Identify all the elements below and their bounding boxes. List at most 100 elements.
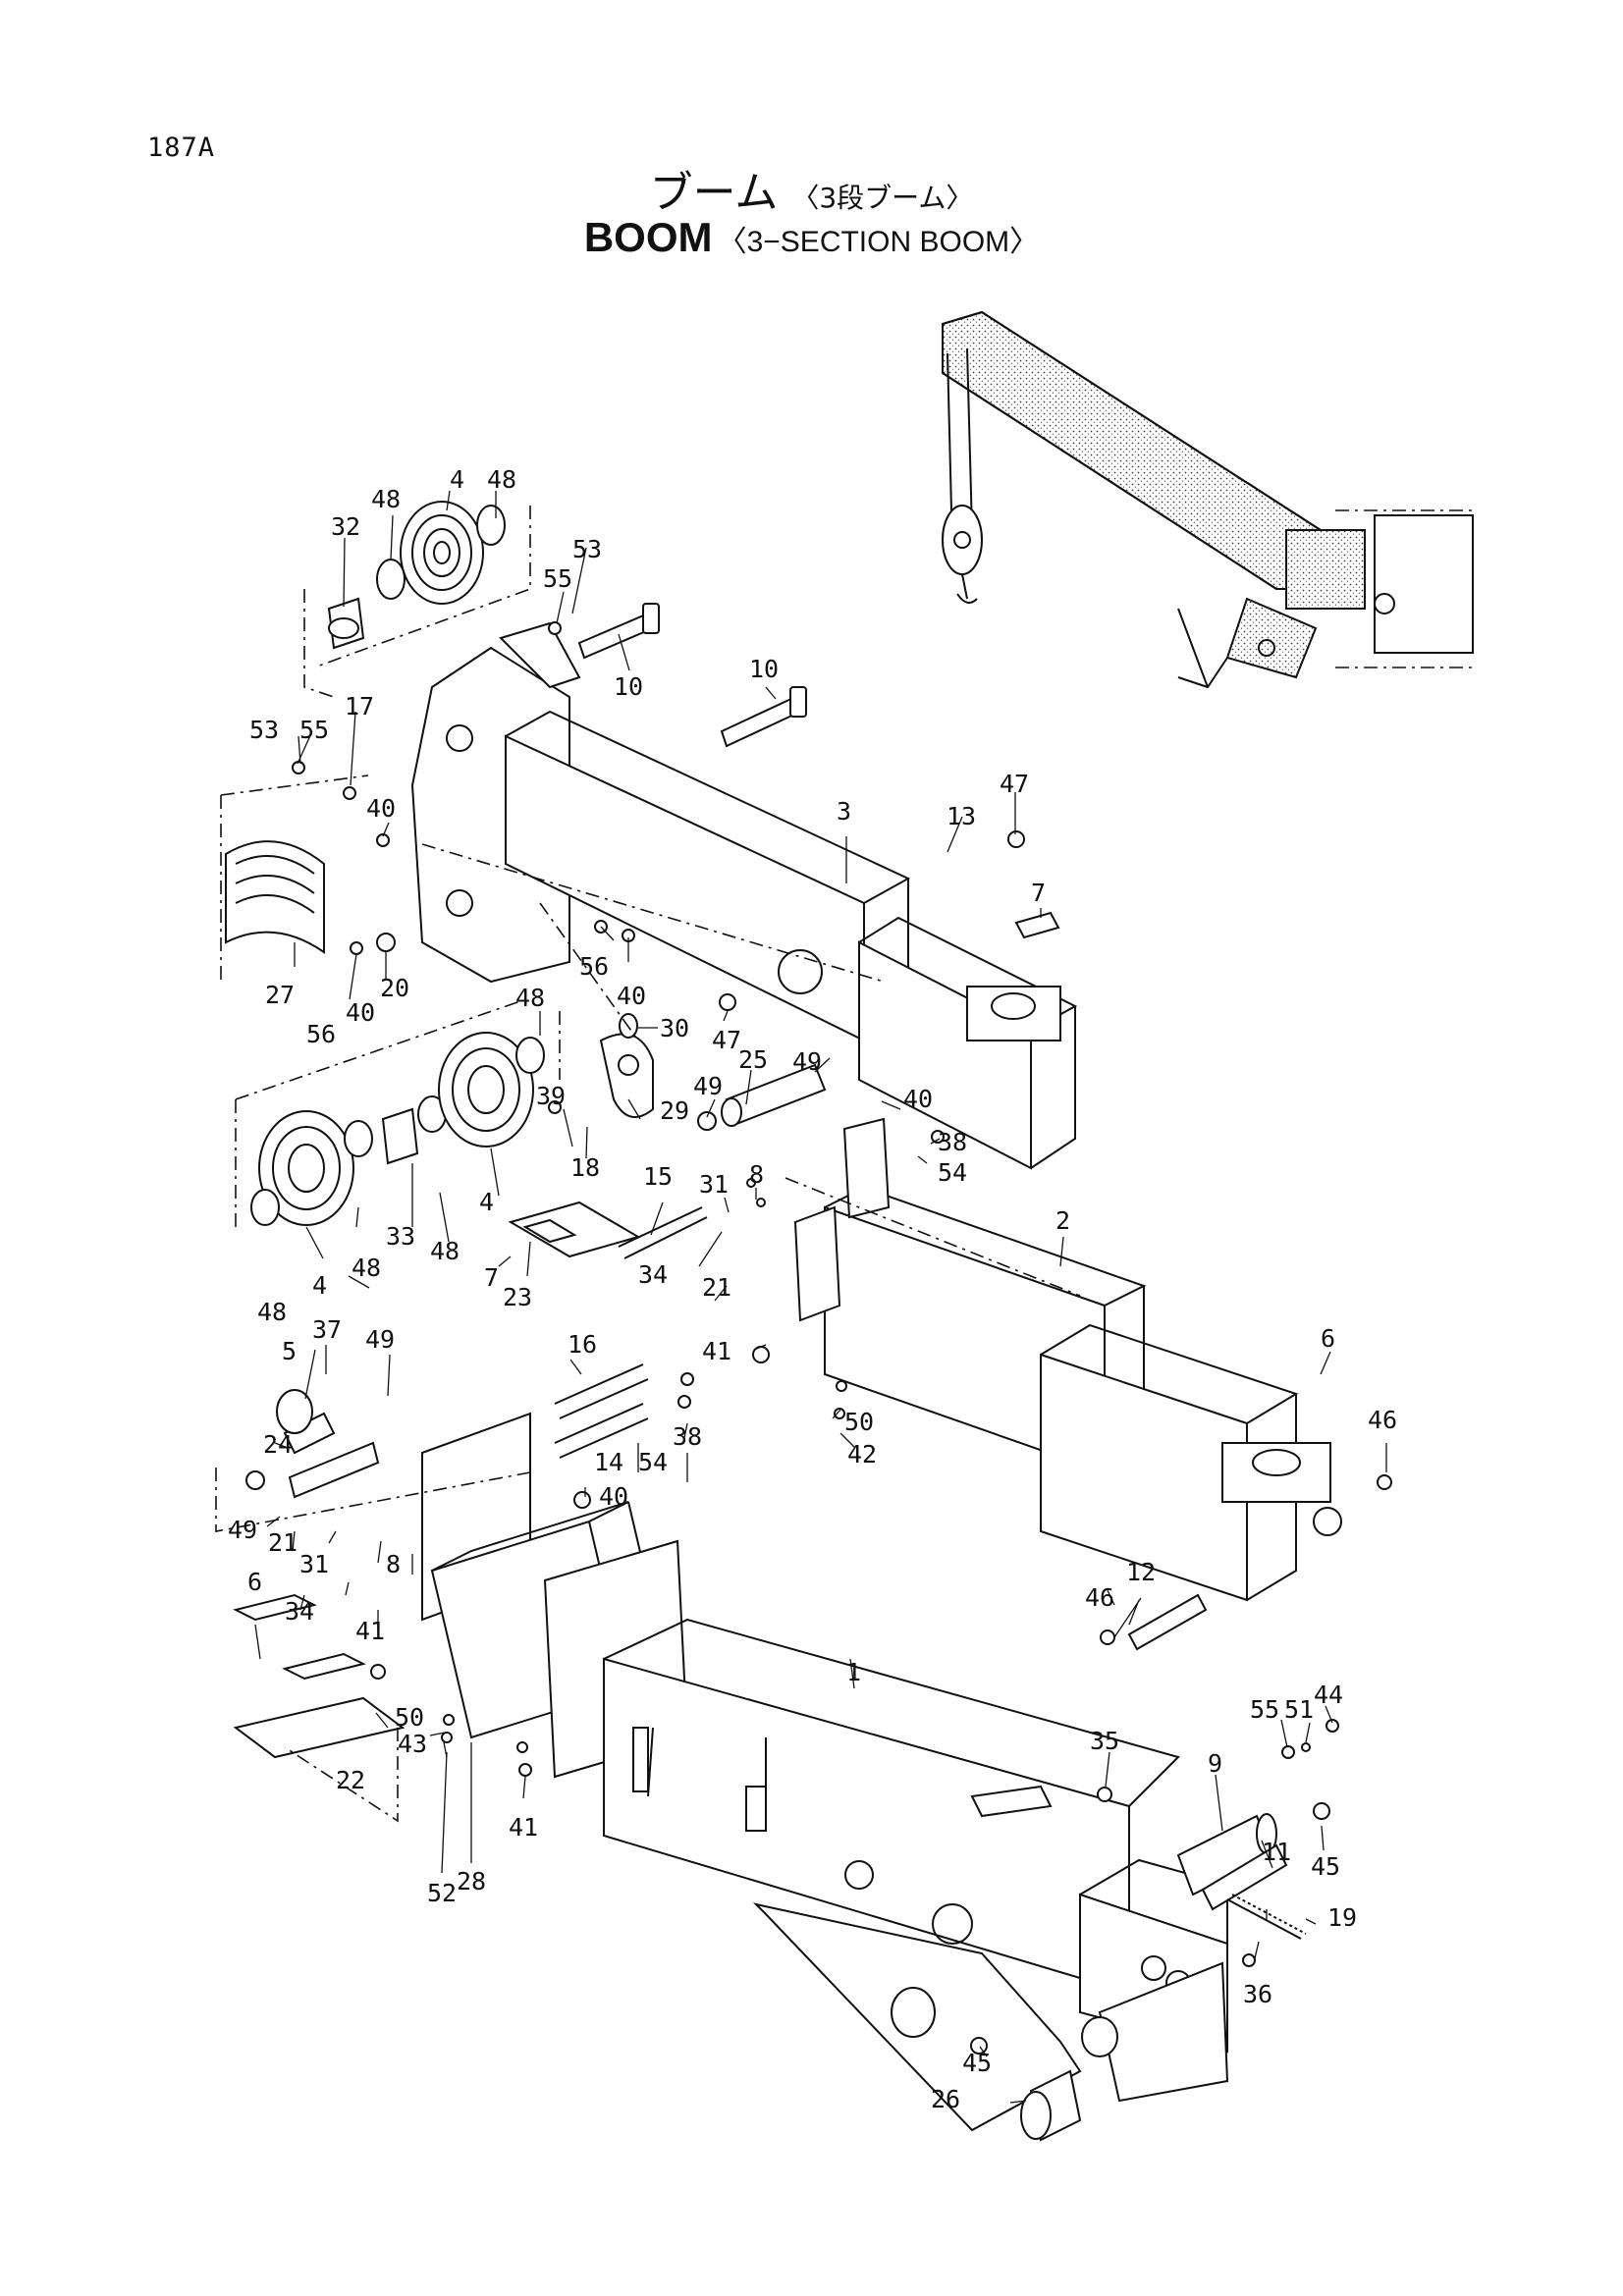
callout-51: 51 — [1284, 1695, 1314, 1724]
callout-38: 38 — [673, 1422, 702, 1451]
callout-40: 40 — [903, 1085, 933, 1113]
pin-9 — [1176, 1813, 1277, 1896]
callout-7: 7 — [484, 1263, 499, 1292]
rods-14-15-16 — [554, 1206, 708, 1459]
callout-16: 16 — [568, 1330, 597, 1359]
callout-45: 45 — [1311, 1852, 1340, 1881]
callout-10: 10 — [749, 655, 779, 683]
middle-sheave-cluster — [235, 1000, 561, 1227]
callout-56: 56 — [306, 1020, 336, 1048]
callout-35: 35 — [1090, 1727, 1119, 1755]
callout-17: 17 — [345, 692, 374, 721]
title-en-subtitle: 〈3−SECTION BOOM〉 — [717, 226, 1040, 258]
callout-7: 7 — [1031, 879, 1046, 907]
pin-11 — [1201, 1843, 1288, 1911]
boom-pin-10 — [577, 603, 807, 748]
callout-12: 12 — [1126, 1558, 1156, 1586]
callout-55: 55 — [299, 716, 329, 744]
callout-40: 40 — [617, 982, 646, 1010]
page-number: 187A — [147, 133, 216, 163]
callout-54: 54 — [938, 1158, 967, 1187]
callout-48: 48 — [430, 1237, 460, 1265]
top-sheave-assembly — [303, 501, 531, 698]
callout-31: 31 — [299, 1550, 329, 1578]
callout-42: 42 — [847, 1440, 877, 1468]
callout-46: 46 — [1085, 1583, 1114, 1612]
wire-guide-27 — [220, 774, 369, 982]
callout-8: 8 — [749, 1160, 764, 1189]
callout-49: 49 — [792, 1047, 822, 1076]
callout-14: 14 — [594, 1448, 623, 1476]
callout-54: 54 — [638, 1448, 668, 1476]
boom-section-3 — [410, 621, 1078, 1170]
callout-4: 4 — [312, 1271, 327, 1300]
callout-41: 41 — [355, 1617, 385, 1645]
title-jp-subtitle: 〈3段ブーム〉 — [791, 182, 974, 214]
callout-44: 44 — [1314, 1681, 1343, 1709]
callout-1: 1 — [846, 1658, 861, 1686]
callout-40: 40 — [366, 794, 396, 823]
callout-45: 45 — [962, 2049, 992, 2077]
callout-38: 38 — [938, 1128, 967, 1156]
callout-49: 49 — [693, 1072, 723, 1100]
callout-49: 49 — [228, 1516, 257, 1544]
callout-50: 50 — [844, 1408, 874, 1436]
callout-33: 33 — [386, 1222, 415, 1251]
callout-50: 50 — [395, 1703, 424, 1732]
callout-53: 53 — [572, 535, 602, 563]
fasteners — [245, 621, 1392, 2055]
roller-37 — [276, 1389, 380, 1499]
callout-4: 4 — [479, 1188, 494, 1216]
callout-52: 52 — [427, 1879, 457, 1907]
callout-4: 4 — [450, 465, 464, 494]
link-plate-29 — [539, 902, 654, 1118]
callout-30: 30 — [660, 1014, 689, 1042]
callout-36: 36 — [1243, 1980, 1272, 2008]
callout-2: 2 — [1055, 1206, 1070, 1235]
title-english: BOOM 〈3−SECTION BOOM〉 — [0, 214, 1623, 261]
callout-6: 6 — [247, 1568, 262, 1596]
pin-12 — [1127, 1593, 1208, 1651]
callout-9: 9 — [1208, 1749, 1222, 1778]
callout-20: 20 — [380, 974, 409, 1002]
callout-55: 55 — [1250, 1695, 1279, 1724]
callout-21: 21 — [702, 1273, 731, 1302]
callout-43: 43 — [398, 1730, 427, 1758]
bolt-19 — [1226, 1894, 1307, 1940]
title-en-main: BOOM — [583, 214, 713, 260]
callout-29: 29 — [660, 1096, 689, 1125]
callout-37: 37 — [312, 1315, 342, 1344]
callout-41: 41 — [702, 1337, 731, 1365]
crane-inset-view — [942, 310, 1474, 689]
callout-55: 55 — [543, 564, 572, 593]
callout-48: 48 — [487, 465, 516, 494]
callout-11: 11 — [1262, 1838, 1291, 1866]
callout-34: 34 — [638, 1260, 668, 1289]
bush-26 — [1020, 2069, 1082, 2142]
callout-24: 24 — [263, 1430, 293, 1459]
callout-21: 21 — [268, 1528, 298, 1557]
callout-28: 28 — [457, 1867, 486, 1896]
callout-13: 13 — [947, 802, 976, 830]
callout-26: 26 — [931, 2085, 960, 2113]
callout-48: 48 — [352, 1254, 381, 1282]
callout-8: 8 — [386, 1550, 401, 1578]
callout-41: 41 — [509, 1813, 538, 1842]
callout-47: 47 — [712, 1026, 741, 1054]
callout-39: 39 — [536, 1082, 566, 1110]
callout-5: 5 — [282, 1337, 297, 1365]
callout-56: 56 — [579, 952, 609, 981]
callout-31: 31 — [699, 1170, 729, 1199]
slide-pad-7-23 — [508, 911, 1060, 1258]
callout-3: 3 — [837, 797, 851, 826]
callout-46: 46 — [1368, 1406, 1397, 1434]
callout-labels: 4 48 48 32 53 55 10 10 53 55 17 40 3 13 … — [228, 465, 1397, 2113]
roller-25 — [721, 1063, 827, 1127]
callout-53: 53 — [249, 716, 279, 744]
callout-47: 47 — [1000, 770, 1029, 798]
callout-22: 22 — [336, 1766, 365, 1794]
callout-25: 25 — [738, 1045, 768, 1074]
callout-10: 10 — [614, 672, 643, 701]
callout-40: 40 — [599, 1482, 628, 1511]
